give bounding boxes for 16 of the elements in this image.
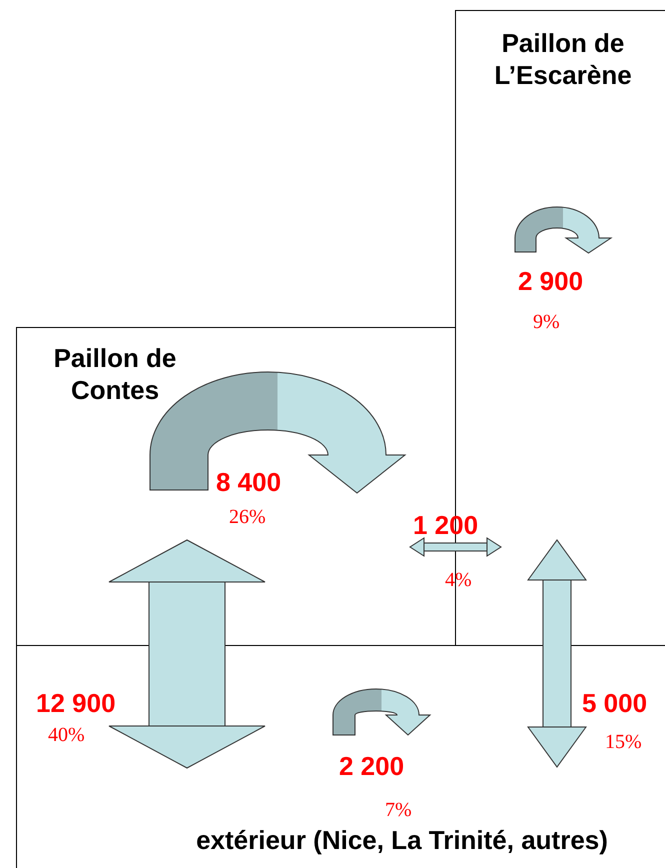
- region-title: Paillon de Contes: [52, 342, 178, 406]
- flow-value: 8 400: [216, 467, 282, 497]
- double-arrow: [108, 540, 266, 768]
- flow-percentage: 26%: [229, 505, 266, 529]
- flow-value: 12 900: [36, 688, 116, 718]
- double-arrow: [410, 538, 502, 556]
- flow-percentage: 40%: [48, 723, 85, 747]
- region-title: Paillon de L’Escarène: [493, 27, 633, 91]
- flow-value: 5 000: [582, 688, 648, 718]
- region-title: extérieur (Nice, La Trinité, autres): [195, 824, 609, 856]
- flow-value: 2 200: [339, 751, 404, 781]
- flow-value: 2 900: [518, 266, 584, 296]
- flow-percentage: 9%: [533, 310, 560, 334]
- flow-percentage: 7%: [385, 798, 412, 822]
- double-arrow: [528, 540, 586, 768]
- flow-percentage: 15%: [605, 730, 642, 754]
